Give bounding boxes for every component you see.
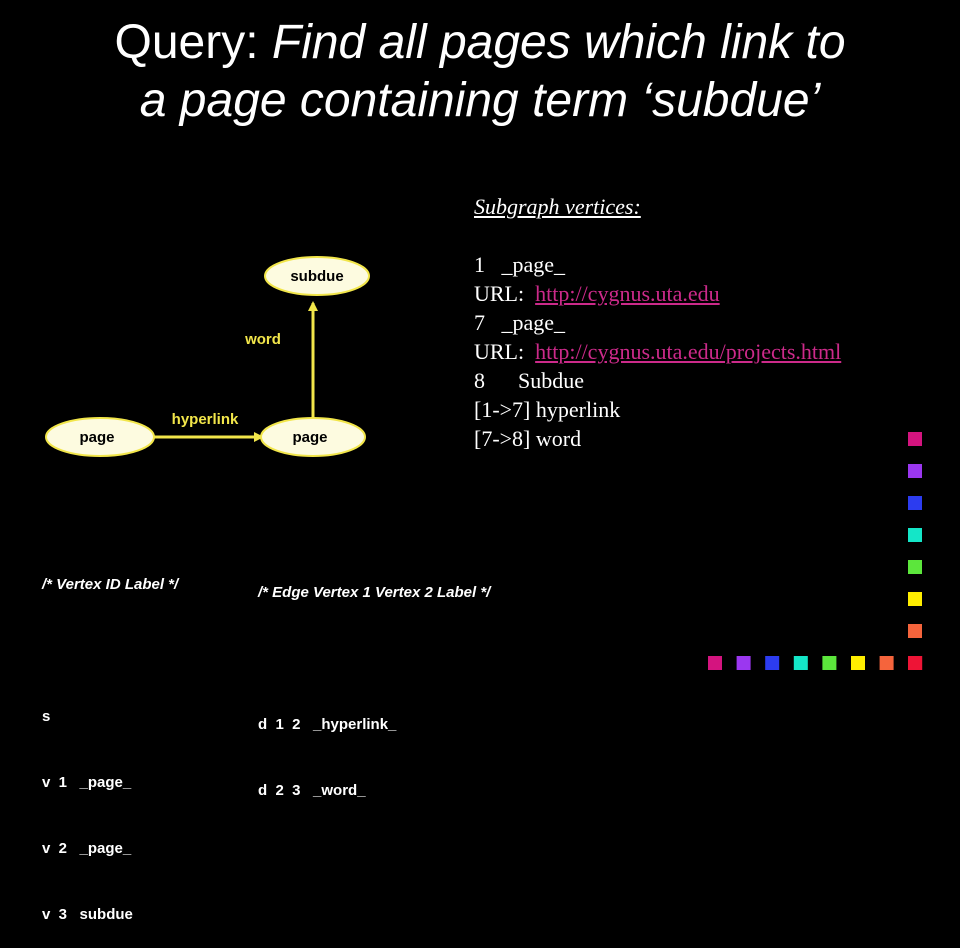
node-page-right-label: page xyxy=(292,429,327,446)
vertex-block-line: v 3 subdue xyxy=(42,906,133,923)
color-square-row xyxy=(879,656,894,670)
node-page-left-label: page xyxy=(79,429,114,446)
vertex-1-line: 1 _page_ xyxy=(474,252,566,277)
graph-diagram: subdue page page hyperlink word xyxy=(45,256,370,457)
color-square-row xyxy=(765,656,780,670)
color-square-row xyxy=(736,656,751,670)
color-square-column xyxy=(908,560,922,574)
title-prefix: Query: xyxy=(114,16,272,69)
color-square-row xyxy=(908,656,923,670)
subgraph-vertices-panel: Subgraph vertices: 1 _page_ URL: http://… xyxy=(474,192,841,453)
color-square-row xyxy=(708,656,722,670)
vertex-7-url-link[interactable]: http://cygnus.uta.edu/projects.html xyxy=(535,339,842,364)
color-square-column xyxy=(908,464,922,478)
node-subdue-shape xyxy=(264,256,370,296)
vertex-block-line: v 1 _page_ xyxy=(42,774,132,791)
edge-1-7-line: [1->7] hyperlink xyxy=(474,397,621,422)
edge-block-comment: /* Edge Vertex 1 Vertex 2 Label */ xyxy=(258,584,491,601)
color-square-row xyxy=(851,656,865,670)
vertex-7-line: 7 _page_ xyxy=(474,310,566,335)
title-line-2: a page containing term ‘subdue’ xyxy=(139,74,821,127)
node-subdue-label: subdue xyxy=(290,268,343,285)
vertex-block-line: v 2 _page_ xyxy=(42,840,132,857)
color-square-column xyxy=(908,528,922,542)
edge-block-line: d 2 3 _word_ xyxy=(258,782,366,799)
decorative-squares xyxy=(708,432,923,670)
edge-7-8-line: [7->8] word xyxy=(474,426,582,451)
url-prefix: URL: xyxy=(474,339,536,364)
node-page-right-shape xyxy=(260,417,366,457)
color-square-row xyxy=(793,656,808,670)
vertex-1-url-line: URL: http://cygnus.uta.edu xyxy=(474,279,841,308)
edge-word-label: word xyxy=(244,331,281,348)
vertex-block-line: s xyxy=(42,708,51,725)
edge-hyperlink-label: hyperlink xyxy=(172,411,239,428)
vertex-8-line: 8 Subdue xyxy=(474,368,584,393)
color-square-column xyxy=(908,432,922,446)
color-square-column xyxy=(908,496,922,510)
color-square-column xyxy=(908,592,922,606)
vertex-7-url-line: URL: http://cygnus.uta.edu/projects.html xyxy=(474,337,841,366)
vertex-block-comment: /* Vertex ID Label */ xyxy=(42,576,179,593)
node-page-left-shape xyxy=(45,417,155,457)
slide-title: Query: Find all pages which link to a pa… xyxy=(0,14,960,130)
vertex-1-url-link[interactable]: http://cygnus.uta.edu xyxy=(535,281,720,306)
url-prefix: URL: xyxy=(474,281,536,306)
color-square-column xyxy=(908,624,922,638)
title-line-1: Query: Find all pages which link to xyxy=(0,14,960,72)
subgraph-heading: Subgraph vertices: xyxy=(474,194,641,219)
color-square-row xyxy=(822,656,837,670)
title-query-text: Find all pages which link to xyxy=(271,16,846,69)
